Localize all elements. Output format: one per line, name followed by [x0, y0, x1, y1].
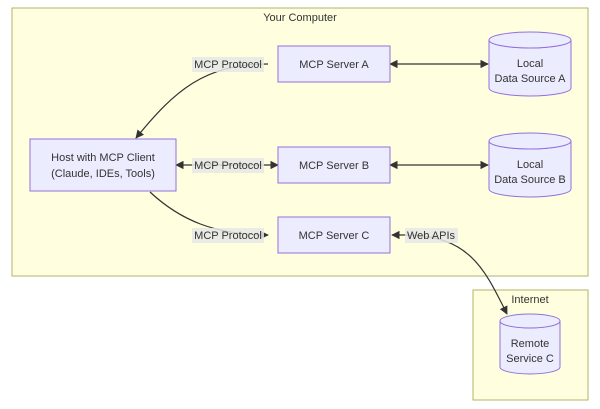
edge-label-text: MCP Protocol [194, 230, 262, 242]
cylinder-top [488, 31, 572, 49]
node-server-c-box [277, 216, 391, 254]
edge-label-protocol-c: MCP Protocol [192, 228, 264, 243]
node-server-b-box [277, 146, 391, 184]
node-host-label-line1: Host with MCP Client [51, 152, 155, 164]
edge-label-bg [192, 228, 264, 243]
node-data-source-b[interactable]: Local Data Source B [488, 132, 572, 198]
node-server-b-label: MCP Server B [299, 160, 369, 172]
edge-label-protocol-a: MCP Protocol [192, 57, 264, 72]
edge-label-text: MCP Protocol [194, 160, 262, 172]
node-data-source-a-label-line1: Local [517, 58, 543, 70]
node-data-source-b-label-line1: Local [517, 159, 543, 171]
node-server-a-box [277, 45, 391, 83]
edge-label-bg [405, 228, 458, 243]
cylinder-top [499, 313, 561, 329]
node-host-label-line2: (Claude, IDEs, Tools) [51, 168, 155, 180]
edge-label-protocol-b: MCP Protocol [192, 158, 264, 173]
node-server-c[interactable]: MCP Server C [277, 216, 391, 254]
node-remote-service-c[interactable]: Remote Service C [499, 313, 561, 375]
cylinder-top [488, 132, 572, 150]
node-server-a-label: MCP Server A [299, 59, 369, 71]
cluster-internet-title: Internet [511, 294, 548, 306]
edge-label-web-apis: Web APIs [405, 228, 458, 243]
edge-label-text: Web APIs [407, 230, 456, 242]
edge-label-bg [192, 57, 264, 72]
edge-label-text: MCP Protocol [194, 59, 262, 71]
node-host[interactable]: Host with MCP Client (Claude, IDEs, Tool… [29, 138, 177, 192]
node-server-b[interactable]: MCP Server B [277, 146, 391, 184]
node-server-a[interactable]: MCP Server A [277, 45, 391, 83]
node-remote-service-c-label-line1: Remote [511, 338, 550, 350]
node-data-source-a-label-line2: Data Source A [495, 73, 567, 85]
cluster-your-computer-title: Your Computer [263, 12, 337, 24]
node-host-box [29, 138, 177, 192]
node-remote-service-c-label-line2: Service C [506, 353, 554, 365]
node-data-source-b-label-line2: Data Source B [494, 174, 566, 186]
edge-label-bg [192, 158, 264, 173]
node-data-source-a[interactable]: Local Data Source A [488, 31, 572, 97]
node-server-c-label: MCP Server C [299, 230, 370, 242]
